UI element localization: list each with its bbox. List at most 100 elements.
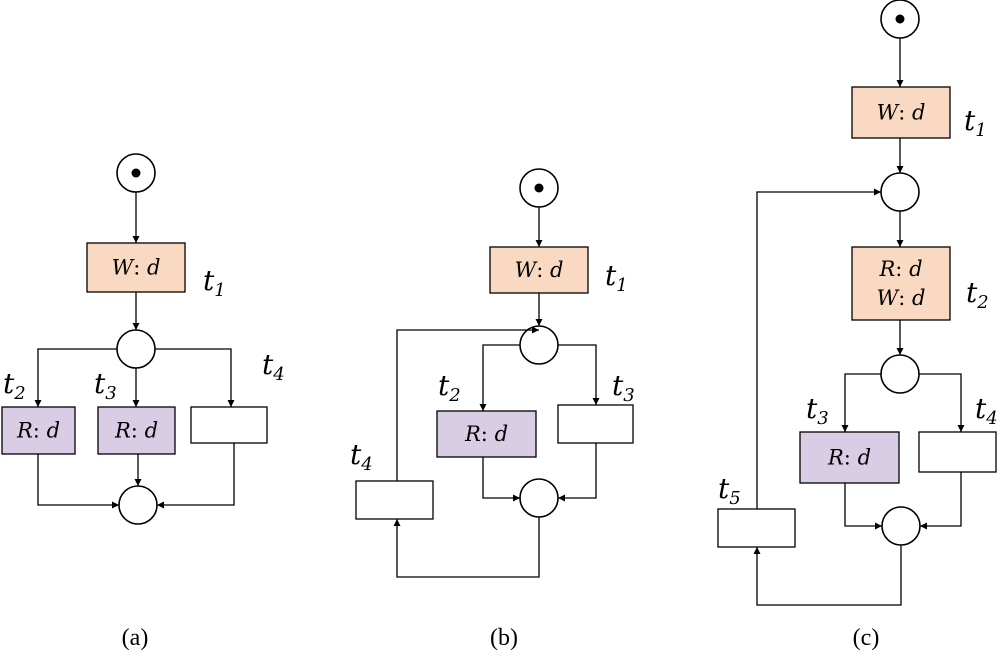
transition-t3: R: d t3 (799, 392, 900, 484)
place-circle (116, 329, 156, 369)
transition-box (557, 404, 634, 444)
action-op: W (877, 286, 901, 310)
action-op: W (515, 258, 539, 282)
transition-box (918, 431, 997, 473)
action-colon: : (895, 257, 909, 281)
action-colon: : (481, 422, 495, 446)
action-var: d (47, 419, 60, 443)
transition-label: t1 (964, 104, 987, 141)
transition-action: W: d (877, 101, 926, 125)
label-subscript: 3 (105, 383, 116, 404)
label-name: t (94, 367, 106, 400)
label-subscript: 4 (360, 454, 372, 475)
action-colon: : (133, 256, 147, 280)
panel-caption: (c) (853, 625, 880, 651)
arc (479, 344, 520, 411)
arc (558, 344, 600, 405)
transition-box (851, 86, 951, 139)
action-var: d (550, 258, 563, 282)
label-name: t (966, 276, 978, 309)
label-subscript: 2 (448, 385, 460, 406)
transition-box (799, 431, 900, 484)
transition-label: t1 (203, 264, 226, 301)
fork-place (519, 325, 559, 365)
transition-action: R: d (16, 419, 60, 443)
action-op: R (827, 446, 844, 470)
join-place (881, 506, 921, 546)
action-colon: : (131, 419, 145, 443)
transition-label: t5 (718, 472, 741, 509)
panel-caption: (b) (490, 625, 518, 651)
action-colon: : (33, 419, 47, 443)
transition-action: R: d (878, 257, 922, 281)
fork-place (116, 329, 156, 369)
panel-caption: (a) (122, 625, 149, 651)
place-circle (519, 478, 559, 518)
transition-t1: W: d t1 (86, 242, 226, 301)
action-colon: : (898, 286, 912, 310)
token-dot (534, 183, 544, 193)
transition-t4: t4 (918, 392, 998, 473)
label-name: t (964, 104, 976, 137)
action-op: W (877, 101, 901, 125)
place-circle (880, 354, 920, 394)
transition-action: W: d (112, 256, 161, 280)
arc (482, 457, 520, 502)
label-name: t (203, 264, 215, 297)
transition-t3: R: d t3 (94, 367, 176, 455)
label-name: t (350, 438, 362, 471)
transition-t4: t4 (350, 438, 434, 520)
transition-label: t2 (438, 369, 461, 406)
transition-t1: W: d t1 (489, 246, 628, 296)
label-subscript: 5 (729, 488, 740, 509)
label-subscript: 1 (214, 280, 225, 301)
loop-place (880, 172, 920, 212)
arc (753, 545, 902, 606)
transition-action: R: d (114, 419, 158, 443)
transition-t4: t4 (190, 348, 285, 444)
transition-box (489, 246, 589, 294)
transition-label: t1 (605, 259, 628, 296)
arc (919, 373, 965, 432)
transition-box (717, 508, 796, 548)
transition-t1: W: d t1 (851, 86, 987, 141)
label-subscript: 4 (272, 364, 284, 385)
label-name: t (718, 472, 730, 505)
label-name: t (438, 369, 450, 402)
join-place (519, 478, 559, 518)
action-op: R (878, 257, 895, 281)
label-name: t (262, 348, 274, 381)
action-var: d (145, 419, 158, 443)
transition-box (436, 410, 537, 458)
action-op: R (464, 422, 481, 446)
transition-t3: t3 (557, 369, 635, 444)
action-var: d (858, 446, 871, 470)
place-circle (880, 172, 920, 212)
token-dot (131, 168, 141, 178)
action-colon: : (844, 446, 858, 470)
action-op: W (112, 256, 136, 280)
arc (34, 348, 117, 407)
arc (155, 348, 235, 407)
action-colon: : (536, 258, 550, 282)
place-circle (118, 485, 158, 525)
place-circle (519, 325, 559, 365)
transition-label: t3 (612, 369, 635, 406)
transition-label: t3 (806, 392, 829, 429)
action-var: d (147, 256, 160, 280)
transition-box (851, 246, 951, 321)
join-place (118, 485, 158, 525)
label-name: t (605, 259, 617, 292)
transition-label: t4 (350, 438, 373, 475)
arc (396, 326, 539, 481)
transition-box (86, 242, 186, 293)
action-op: R (114, 419, 131, 443)
initial-place (519, 168, 559, 208)
transition-label: t2 (3, 367, 26, 404)
place-circle (881, 506, 921, 546)
fork-place (880, 354, 920, 394)
transition-action: W: d (877, 286, 926, 310)
